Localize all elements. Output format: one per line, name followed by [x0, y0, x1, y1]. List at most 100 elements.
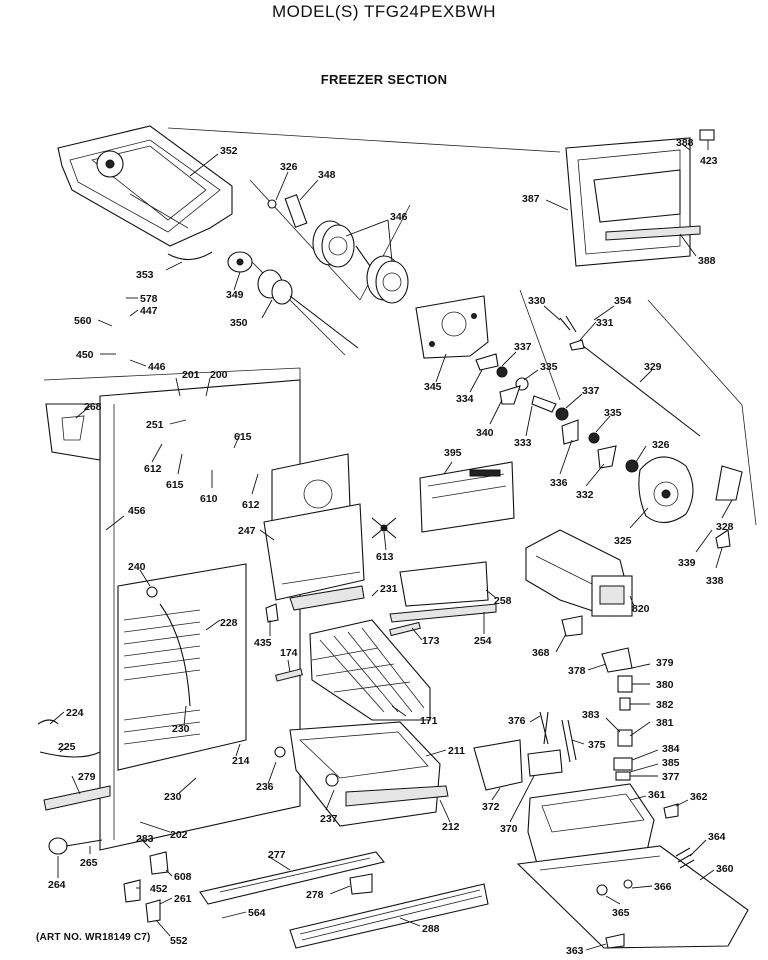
part-label: 435: [254, 637, 272, 649]
part-label: 332: [576, 489, 594, 501]
part-number-labels: 352 326 348 346 388 423 387 388 353 349 …: [48, 137, 734, 957]
model-title: MODEL(S) TFG24PEXBWH: [271, 2, 497, 21]
part-label: 277: [268, 849, 286, 861]
part-label: 615: [234, 431, 252, 443]
part-label: 395: [444, 447, 462, 459]
part-label: 820: [632, 603, 650, 615]
part-label: 335: [604, 407, 622, 419]
part-label: 228: [220, 617, 238, 629]
part-label: 171: [420, 715, 438, 727]
part-label: 384: [662, 743, 680, 755]
part-label: 447: [140, 305, 158, 317]
part-label: 360: [716, 863, 734, 875]
part-label: 362: [690, 791, 708, 803]
part-label: 346: [390, 211, 408, 223]
part-label: 230: [172, 723, 190, 735]
part-label: 339: [678, 557, 696, 569]
part-label: 613: [376, 551, 394, 563]
part-label: 338: [706, 575, 724, 587]
part-label: 354: [614, 295, 632, 307]
evaporator-coil-228: [117, 563, 247, 771]
part-label: 381: [656, 717, 674, 729]
part-label: 366: [654, 881, 672, 893]
part-label: 370: [500, 823, 518, 835]
ice-bucket-352: [57, 125, 233, 261]
part-label: 345: [424, 381, 442, 393]
part-label: 230: [164, 791, 182, 803]
part-label: 450: [76, 349, 94, 361]
part-label: 612: [144, 463, 162, 475]
part-label: 350: [230, 317, 248, 329]
shaft-rod-329: [559, 315, 701, 437]
part-label: 378: [568, 665, 586, 677]
part-label: 268: [84, 401, 102, 413]
freezer-basket-171: [265, 603, 431, 721]
part-label: 174: [280, 647, 298, 659]
part-label: 383: [582, 709, 600, 721]
lower-parts-277: [37, 719, 489, 949]
part-label: 326: [652, 439, 670, 451]
part-label: 560: [74, 315, 92, 327]
part-label: 352: [220, 145, 238, 157]
part-label: 337: [514, 341, 532, 353]
part-label: 608: [174, 871, 192, 883]
part-label: 379: [656, 657, 674, 669]
part-label: 173: [422, 635, 440, 647]
part-label: 578: [140, 293, 158, 305]
part-label: 380: [656, 679, 674, 691]
part-label: 377: [662, 771, 680, 783]
part-label: 423: [700, 155, 718, 167]
part-label: 452: [150, 883, 168, 895]
part-label: 349: [226, 289, 244, 301]
part-label: 247: [238, 525, 256, 537]
motor-bracket-345: [415, 295, 489, 359]
part-label: 340: [476, 427, 494, 439]
part-label: 326: [280, 161, 298, 173]
part-label: 279: [78, 771, 96, 783]
part-label: 329: [644, 361, 662, 373]
part-label: 236: [256, 781, 274, 793]
part-label: 240: [128, 561, 146, 573]
part-label: 283: [136, 833, 154, 845]
part-label: 388: [698, 255, 716, 267]
part-label: 224: [66, 707, 84, 719]
part-label: 361: [648, 789, 666, 801]
drive-gears: [475, 353, 617, 469]
part-label: 372: [482, 801, 500, 813]
part-label: 353: [136, 269, 154, 281]
part-label: 456: [128, 505, 146, 517]
art-number: (ART NO. WR18149 C7): [36, 932, 151, 943]
part-label: 330: [528, 295, 546, 307]
part-label: 333: [514, 437, 532, 449]
part-label: 258: [494, 595, 512, 607]
part-label: 612: [242, 499, 260, 511]
part-label: 202: [170, 829, 188, 841]
part-label: 385: [662, 757, 680, 769]
part-label: 328: [716, 521, 734, 533]
leader-lines: [49, 140, 733, 951]
part-label: 564: [248, 907, 266, 919]
part-label: 368: [532, 647, 550, 659]
part-label: 382: [656, 699, 674, 711]
part-label: 237: [320, 813, 338, 825]
part-label: 251: [146, 419, 164, 431]
part-label: 335: [540, 361, 558, 373]
part-label: 348: [318, 169, 336, 181]
crusher-blades-346: [267, 194, 409, 304]
dispenser-door-387: [565, 129, 715, 267]
part-label: 254: [474, 635, 492, 647]
icemaker-820: [525, 529, 633, 637]
part-label: 375: [588, 739, 606, 751]
part-label: 446: [148, 361, 166, 373]
part-label: 615: [166, 479, 184, 491]
assembly-outlines: [167, 127, 757, 526]
part-label: 211: [448, 745, 465, 757]
part-label: 365: [612, 907, 630, 919]
part-label: 610: [200, 493, 218, 505]
part-label: 336: [550, 477, 568, 489]
part-label: 201: [182, 369, 200, 381]
slide-rails-254: [389, 561, 497, 623]
auger-assembly-350: [227, 251, 359, 349]
part-label: 331: [596, 317, 614, 329]
